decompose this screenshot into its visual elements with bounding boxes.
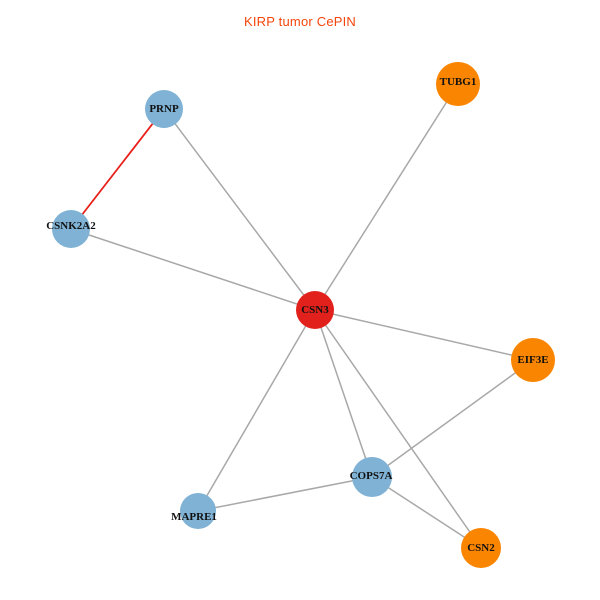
network-edge-csn3-mapre1 [197,309,316,512]
network-node-cops7a[interactable] [352,457,392,497]
network-node-tubg1[interactable] [436,62,480,106]
network-edge-csn3-csn2 [314,309,482,549]
network-edge-prnp-csnk2a2 [70,108,165,230]
network-edge-prnp-csn3 [163,108,316,311]
network-node-csn3[interactable] [296,291,334,329]
network-node-csnk2a2[interactable] [52,210,90,248]
network-edge-cops7a-eif3e [371,359,534,478]
network-node-mapre1[interactable] [180,493,216,529]
network-node-eif3e[interactable] [511,338,555,382]
network-edge-tubg1-csn3 [314,83,459,311]
network-edge-csn3-eif3e [314,309,534,361]
page-title: KIRP tumor CePIN [243,14,357,29]
node-layer [52,62,555,568]
network-edge-cops7a-mapre1 [197,476,373,512]
network-edge-csn3-cops7a [314,309,373,478]
network-node-prnp[interactable] [145,90,183,128]
network-node-csn2[interactable] [461,528,501,568]
edge-layer [70,83,534,549]
network-edge-csnk2a2-csn3 [70,228,316,311]
network-edge-cops7a-csn2 [371,476,482,549]
